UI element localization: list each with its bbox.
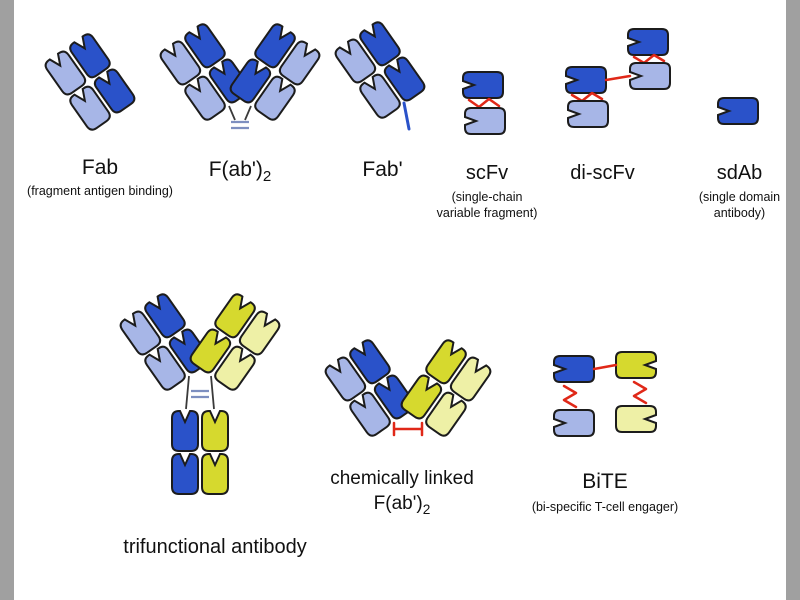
fab-prime-label: Fab' [362,158,403,181]
di-scfv-lower-linker [570,91,604,103]
trifunctional-structure [100,285,300,525]
bite-yellow-linker [632,380,648,405]
di-scfv-upper-vl [629,62,671,90]
scfv-peptide-linker [467,97,501,109]
di-scfv-structure [565,28,671,128]
bite-label: BiTE [582,470,628,493]
chem-linked-fab2-text: F(ab') [373,493,423,514]
fab-structure [30,12,150,157]
fab2-label: F(ab')2 [155,158,325,185]
scfv-vh-domain [462,71,504,99]
bite-connector-linker [592,363,618,371]
sdab-domain [717,97,759,125]
scfv-vl-domain [464,107,506,135]
fab-prime-structure [325,10,440,131]
chem-linked-structure [318,330,498,470]
fab-prime-hinge-tail [402,101,411,131]
right-margin-bar [786,0,800,600]
chem-linked-chemical-linker [392,421,424,437]
sdab-sublabel: (single domain antibody) [698,190,781,220]
trifunctional-right-arm-yellow [188,292,281,392]
trifunctional-hinge-stub-left [185,375,190,410]
bite-blue-linker [562,384,578,409]
chem-linked-fab2-subscript: 2 [422,501,431,517]
chem-linked-label-line2: F(ab')2 [312,493,492,517]
di-scfv-upper-vh [627,28,669,56]
fab-prime-arm [333,20,426,120]
trifunctional-fc-yellow-chain [202,411,228,494]
chem-linked-left-arm-blue [323,338,416,438]
di-scfv-lower-vl [567,100,609,128]
fab2-label-text: F(ab') [208,158,263,181]
sdab-structure [717,97,759,125]
bite-sublabel: (bi-specific T-cell engager) [531,500,679,514]
fab2-disulfide-bars [231,120,249,130]
bite-yellow-vh [615,351,657,379]
trifunctional-hinge-stub-right [210,375,215,410]
di-scfv-label: di-scFv [570,162,635,184]
di-scfv-connector-linker [604,74,632,82]
di-scfv-lower-vh [565,66,607,94]
bite-blue-vl [553,409,595,437]
trifunctional-label: trifunctional antibody [123,536,307,558]
fab-arm [43,32,136,132]
trifunctional-disulfide-bars [191,389,209,399]
scfv-sublabel: (single-chain variable fragment) [436,190,538,220]
fab2-label-subscript: 2 [262,168,272,186]
left-margin-bar [0,0,14,600]
scfv-label: scFv [465,162,509,184]
chem-linked-label-line1: chemically linked [330,468,474,489]
bite-yellow-vl [615,405,657,433]
fab2-hinge-stub-right [244,105,252,121]
trifunctional-left-arm-blue [118,292,211,392]
chem-linked-right-arm-yellow [399,338,492,438]
bite-structure [553,351,657,437]
scfv-structure [462,71,506,135]
fab2-structure [155,10,325,130]
trifunctional-fc-blue-chain [172,411,198,494]
di-scfv-upper-linker [632,53,666,65]
fab2-right-arm [228,22,321,122]
fab2-hinge-stub-left [228,105,236,121]
fab-sublabel: (fragment antigen binding) [27,184,173,198]
sdab-label: sdAb [716,162,763,184]
bite-blue-vh [553,355,595,383]
fab2-left-arm [158,22,251,122]
fab-label: Fab [81,156,119,179]
